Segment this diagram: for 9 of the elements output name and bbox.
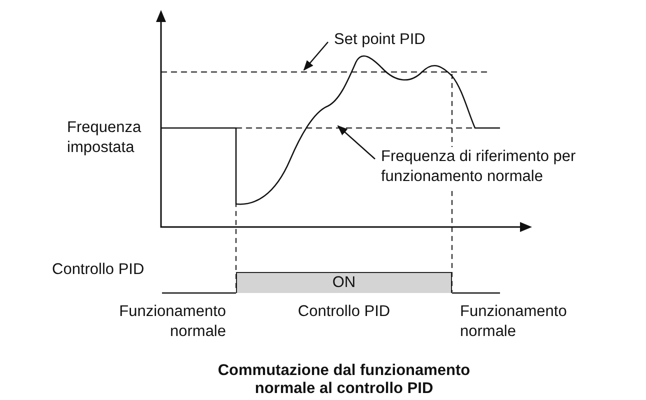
on-state-bar: ON	[236, 272, 452, 293]
signal-label: Controllo PID	[52, 260, 146, 280]
caption: Commutazione dal funzionamento normale al controllo PID	[216, 362, 472, 398]
leader-arrow	[337, 125, 376, 160]
phase-label: Controllo PID	[296, 302, 392, 322]
phase-label: Funzionamento normale	[460, 302, 568, 342]
leader-arrow	[303, 42, 328, 71]
axis-label: Frequenza impostata	[67, 118, 142, 158]
phase-label: Funzionamento normale	[118, 302, 226, 342]
